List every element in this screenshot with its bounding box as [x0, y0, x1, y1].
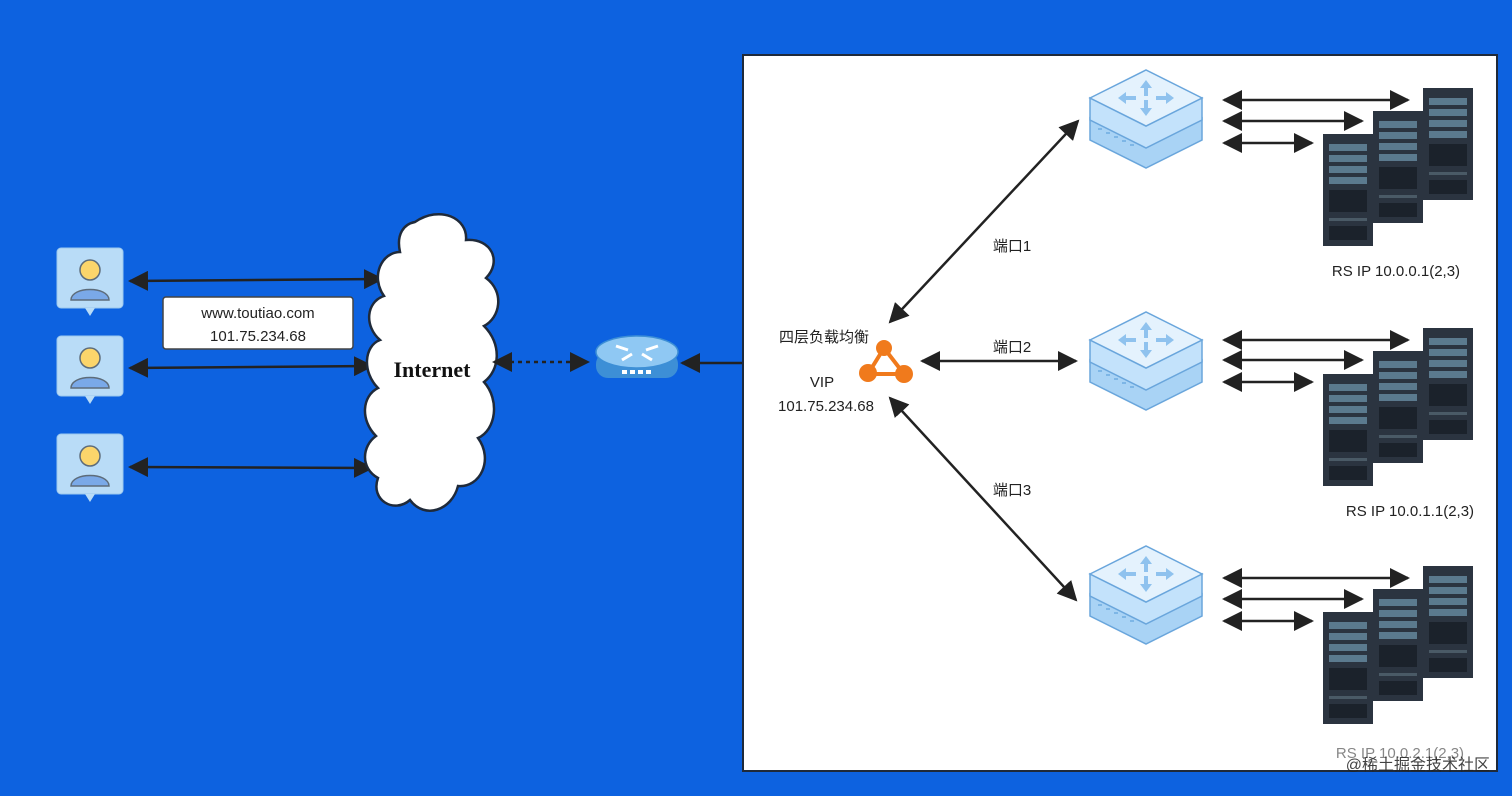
vip-label: VIP	[810, 374, 834, 391]
rs-ip-label-1: RS IP 10.0.0.1(2,3)	[1332, 263, 1460, 280]
internet-label: Internet	[394, 357, 472, 382]
rs-ip-label-2: RS IP 10.0.1.1(2,3)	[1346, 503, 1474, 520]
router-icon	[595, 335, 679, 378]
dns-record-box: www.toutiao.com 101.75.234.68	[162, 296, 354, 350]
port-1-label: 端口1	[993, 238, 1031, 255]
switch-2-server-links	[1222, 330, 1410, 392]
user-2-internet-arrow	[128, 356, 374, 378]
user-3-icon	[56, 433, 124, 503]
internet-cloud-icon: Internet	[363, 212, 500, 512]
rs-ip-label-3: RS IP 10.0.2.1(2,3)	[1336, 745, 1464, 762]
vip-ip: 101.75.234.68	[778, 398, 874, 415]
port-3-label: 端口3	[993, 482, 1031, 499]
user-3-internet-arrow	[128, 457, 374, 478]
user-1-icon	[56, 247, 124, 317]
user-1-internet-arrow	[128, 269, 384, 291]
load-balancer-icon	[859, 340, 913, 383]
user-2-icon	[56, 335, 124, 405]
switch-3-server-links	[1222, 568, 1410, 631]
switch-1-server-links	[1222, 90, 1410, 153]
port-3-arrow	[888, 396, 1078, 602]
dns-domain: www.toutiao.com	[200, 305, 314, 322]
port-1-arrow	[888, 119, 1080, 324]
dns-ip: 101.75.234.68	[210, 328, 306, 345]
lb-title: 四层负载均衡	[779, 329, 869, 346]
port-2-label: 端口2	[993, 339, 1031, 356]
watermark: @稀土掘金技术社区	[1346, 756, 1490, 774]
